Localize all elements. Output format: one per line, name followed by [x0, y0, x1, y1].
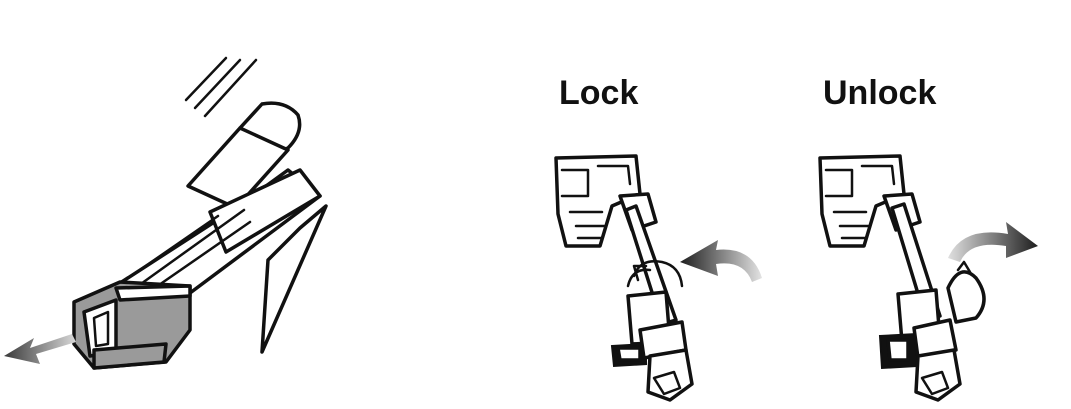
unlock-label: Unlock	[823, 74, 937, 112]
unlock-arrow-icon	[948, 222, 1038, 262]
lock-illustration	[554, 154, 762, 402]
unlock-illustration	[818, 154, 1038, 402]
motion-lines	[184, 56, 258, 118]
pull-arrow-icon	[4, 334, 76, 364]
lock-arrow-icon	[680, 240, 762, 282]
cable-release-illustration	[4, 56, 328, 370]
lock-label: Lock	[559, 74, 639, 112]
